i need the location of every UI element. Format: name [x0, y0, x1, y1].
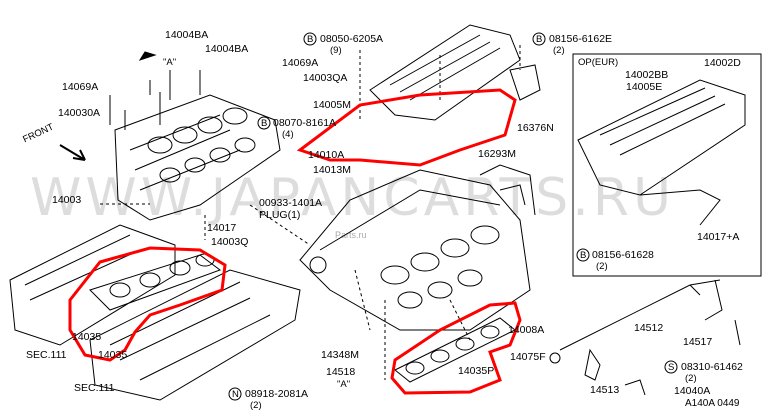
circle-b-3: B: [261, 118, 268, 129]
label-14004BA-1: 14004BA: [165, 29, 209, 41]
label-14003Q: 14003Q: [211, 236, 249, 248]
label-14017A: 14017+A: [697, 231, 740, 243]
front-arrow: [59, 144, 86, 161]
circle-b-2: B: [536, 34, 543, 45]
label-14513: 14513: [590, 384, 620, 396]
label-14002BB: 14002BB: [625, 69, 669, 81]
manifold-upper-left: [109, 70, 281, 221]
circle-b-1: B: [307, 34, 314, 45]
assembly-lines: [100, 45, 521, 380]
label-op-eur: OP(EUR): [578, 57, 619, 68]
label-08156-box-qty: (2): [596, 261, 608, 272]
option-box: [572, 53, 762, 277]
label-08310-61462: 08310-61462: [681, 361, 743, 373]
highlight-gasket-left: [68, 246, 227, 362]
label-14035: 14035: [72, 331, 102, 343]
label-14017: 14017: [207, 222, 237, 234]
label-14030A: 140030A: [58, 107, 101, 119]
label-14013M: 14013M: [313, 164, 351, 176]
highlights: [68, 88, 522, 395]
label-16376N: 16376N: [517, 122, 554, 134]
label-08156-top-qty: (2): [553, 45, 565, 56]
label-08050-6205A: 08050-6205A: [320, 33, 384, 45]
diagram-code: A140A 0449: [685, 398, 740, 409]
watermark: WWW.JAPANCARTS.RU: [30, 168, 676, 228]
label-14518: 14518: [326, 366, 356, 378]
label-14517: 14517: [683, 336, 713, 348]
circle-n: N: [232, 389, 239, 400]
label-14005M: 14005M: [313, 99, 351, 111]
label-14348M: 14348M: [321, 349, 359, 361]
label-08070-8161A: 08070-8161A: [273, 117, 337, 129]
label-14010A: 14010A: [308, 149, 345, 161]
manifold-collector: [299, 164, 536, 331]
circle-b-4: B: [580, 250, 587, 261]
label-00933-1401A: 00933-1401A: [259, 197, 323, 209]
label-a-top: "A": [163, 57, 177, 68]
label-14035-2: 14035: [98, 349, 128, 361]
label-08156-6162E: 08156-6162E: [549, 33, 613, 45]
collector-cover: [369, 24, 541, 121]
rod-assembly: [549, 279, 741, 396]
label-08310-qty: (2): [685, 373, 697, 384]
label-08918-2081A: 08918-2081A: [245, 388, 309, 400]
label-14040A: 14040A: [674, 385, 711, 397]
label-14069A-left: 14069A: [62, 81, 99, 93]
eur-cover: [577, 79, 746, 226]
label-a-bottom: "A": [337, 379, 351, 390]
label-14035P: 14035P: [458, 365, 495, 377]
label-sec111-1: SEC.111: [26, 349, 67, 361]
label-14008A: 14008A: [508, 324, 545, 336]
label-plug: PLUG(1): [259, 209, 301, 221]
highlight-gasket-top: [296, 88, 517, 167]
label-14003: 14003: [52, 194, 82, 206]
label-14004BA-2: 14004BA: [205, 43, 249, 55]
cylinder-head-left: [9, 224, 176, 346]
circle-s: S: [668, 362, 675, 373]
a-arrow: [138, 51, 157, 61]
label-08918-qty: (2): [250, 400, 262, 411]
label-14512: 14512: [634, 322, 664, 334]
label-08070-qty: (4): [282, 129, 294, 140]
label-08050-qty: (9): [330, 45, 342, 56]
label-14075F: 14075F: [510, 351, 546, 363]
label-08156-61628: 08156-61628: [592, 249, 654, 261]
cylinder-head-right: [89, 269, 301, 401]
label-sec111-2: SEC.111: [74, 382, 115, 394]
label-16293M: 16293M: [478, 148, 516, 160]
label-14002D: 14002D: [704, 57, 741, 69]
watermark-sub: Parts.ru: [335, 230, 367, 240]
label-14005E: 14005E: [626, 81, 663, 93]
label-14003QA: 14003QA: [303, 72, 348, 84]
highlight-gasket-right: [390, 301, 522, 395]
label-14069A-mid: 14069A: [282, 57, 319, 69]
